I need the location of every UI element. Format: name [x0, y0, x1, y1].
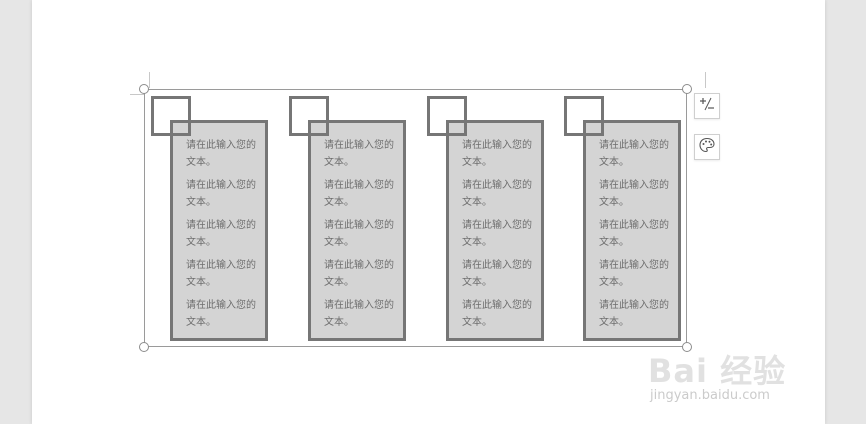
- palette-icon: [698, 136, 716, 158]
- placeholder-paragraph[interactable]: 请在此输入您的文本。: [186, 140, 256, 168]
- placeholder-paragraph[interactable]: 请在此输入您的文本。: [324, 140, 394, 168]
- column-4: 请在此输入您的文本。请在此输入您的文本。请在此输入您的文本。请在此输入您的文本。…: [564, 96, 681, 341]
- placeholder-paragraph[interactable]: 请在此输入您的文本。: [462, 220, 532, 248]
- placeholder-paragraph[interactable]: 请在此输入您的文本。: [324, 300, 394, 328]
- column-3: 请在此输入您的文本。请在此输入您的文本。请在此输入您的文本。请在此输入您的文本。…: [427, 96, 544, 341]
- column-1: 请在此输入您的文本。请在此输入您的文本。请在此输入您的文本。请在此输入您的文本。…: [151, 96, 268, 341]
- text-box[interactable]: 请在此输入您的文本。请在此输入您的文本。请在此输入您的文本。请在此输入您的文本。…: [583, 120, 681, 341]
- resize-handle-top-right[interactable]: [682, 84, 692, 94]
- placeholder-paragraph[interactable]: 请在此输入您的文本。: [599, 220, 669, 248]
- text-box[interactable]: 请在此输入您的文本。请在此输入您的文本。请在此输入您的文本。请在此输入您的文本。…: [446, 120, 544, 341]
- crop-mark-top-left-h: [130, 94, 144, 95]
- resize-handle-bottom-left[interactable]: [139, 342, 149, 352]
- placeholder-paragraph[interactable]: 请在此输入您的文本。: [324, 180, 394, 208]
- text-box[interactable]: 请在此输入您的文本。请在此输入您的文本。请在此输入您的文本。请在此输入您的文本。…: [170, 120, 268, 341]
- layout-options-button[interactable]: [694, 93, 720, 119]
- layout-options-icon: [698, 95, 716, 117]
- group-selection-frame[interactable]: [144, 89, 687, 347]
- resize-handle-top-left[interactable]: [139, 84, 149, 94]
- placeholder-paragraph[interactable]: 请在此输入您的文本。: [599, 260, 669, 288]
- placeholder-paragraph[interactable]: 请在此输入您的文本。: [186, 180, 256, 208]
- placeholder-paragraph[interactable]: 请在此输入您的文本。: [324, 220, 394, 248]
- watermark-logo: Bai 经验: [648, 352, 787, 390]
- placeholder-paragraph[interactable]: 请在此输入您的文本。: [462, 140, 532, 168]
- document-page: [32, 0, 825, 424]
- placeholder-paragraph[interactable]: 请在此输入您的文本。: [462, 180, 532, 208]
- placeholder-paragraph[interactable]: 请在此输入您的文本。: [599, 140, 669, 168]
- style-palette-button[interactable]: [694, 134, 720, 160]
- placeholder-paragraph[interactable]: 请在此输入您的文本。: [186, 260, 256, 288]
- resize-handle-bottom-right[interactable]: [682, 342, 692, 352]
- crop-mark-top-right-v: [705, 72, 706, 88]
- placeholder-paragraph[interactable]: 请在此输入您的文本。: [599, 180, 669, 208]
- placeholder-paragraph[interactable]: 请在此输入您的文本。: [462, 300, 532, 328]
- placeholder-paragraph[interactable]: 请在此输入您的文本。: [186, 300, 256, 328]
- placeholder-paragraph[interactable]: 请在此输入您的文本。: [324, 260, 394, 288]
- column-2: 请在此输入您的文本。请在此输入您的文本。请在此输入您的文本。请在此输入您的文本。…: [289, 96, 406, 341]
- crop-mark-top-left-v: [149, 72, 150, 88]
- placeholder-paragraph[interactable]: 请在此输入您的文本。: [462, 260, 532, 288]
- placeholder-paragraph[interactable]: 请在此输入您的文本。: [186, 220, 256, 248]
- placeholder-paragraph[interactable]: 请在此输入您的文本。: [599, 300, 669, 328]
- baidu-jingyan-watermark: Bai 经验 jingyan.baidu.com: [648, 336, 818, 406]
- text-box[interactable]: 请在此输入您的文本。请在此输入您的文本。请在此输入您的文本。请在此输入您的文本。…: [308, 120, 406, 341]
- watermark-url: jingyan.baidu.com: [650, 388, 770, 403]
